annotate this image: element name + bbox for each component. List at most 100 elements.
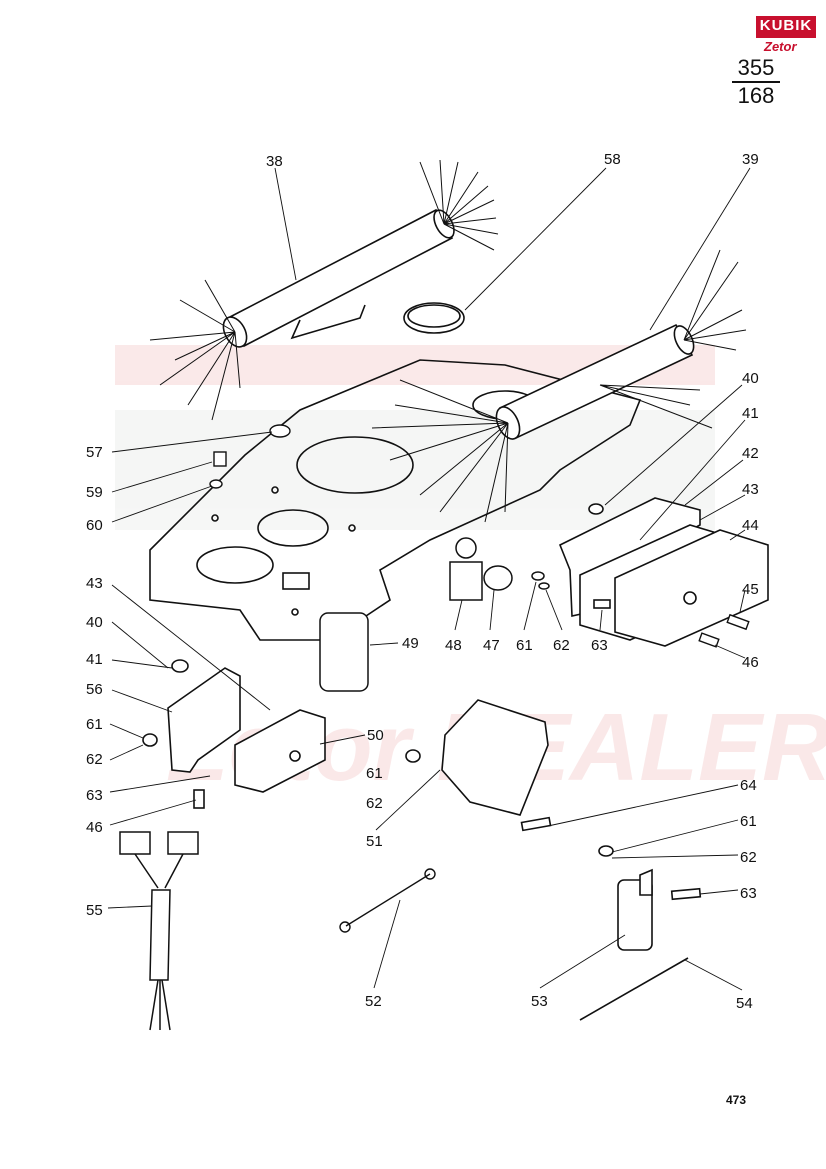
leader-63b <box>109 775 211 793</box>
fuse-46 <box>698 632 720 648</box>
washer-60 <box>209 479 223 489</box>
leader-53 <box>539 934 626 989</box>
leader-lines <box>107 167 751 991</box>
leader-58 <box>464 167 607 311</box>
fuse-45 <box>726 613 750 631</box>
cable-55-sheath <box>149 889 171 981</box>
leader-49 <box>369 642 399 646</box>
watermark-band-mid <box>115 410 715 530</box>
lead-54 <box>579 957 689 1021</box>
callout-54: 54 <box>736 995 753 1012</box>
nut-41-right <box>588 503 604 515</box>
plate-hole-1 <box>196 546 274 584</box>
callout-50: 50 <box>367 727 384 744</box>
cable-55 <box>119 831 199 1031</box>
screw-63-cap <box>670 887 702 901</box>
callout-63-right: 63 <box>740 885 757 902</box>
leader-40b <box>111 621 169 669</box>
callout-58: 58 <box>604 151 621 168</box>
strap-52-eye-2 <box>424 868 436 880</box>
callout-39: 39 <box>742 151 759 168</box>
relay-50-knob <box>289 750 301 762</box>
logo-red-banner: KUBIK <box>756 16 816 38</box>
leader-47 <box>489 589 495 631</box>
leader-44 <box>729 529 746 541</box>
callout-61-mid: 61 <box>366 765 383 782</box>
callout-44: 44 <box>742 517 759 534</box>
valve-48-top <box>455 537 477 559</box>
callout-labels: 38 58 39 40 41 42 43 44 45 46 57 59 60 4… <box>86 151 759 1012</box>
plate-small-hole-2 <box>271 486 279 494</box>
leader-43a <box>699 494 746 521</box>
leader-56 <box>111 689 173 713</box>
base-plate-outline <box>149 359 642 641</box>
nut-61-reg <box>405 749 421 763</box>
page-ref-bottom: 168 <box>737 83 775 108</box>
plate-hole-3 <box>296 436 414 494</box>
callout-49: 49 <box>402 635 419 652</box>
wire-fan-39-mid <box>599 384 713 429</box>
leader-63a <box>599 609 603 631</box>
screw-63-right <box>593 599 611 609</box>
callout-51: 51 <box>366 833 383 850</box>
callout-60: 60 <box>86 517 103 534</box>
nut-62-mid <box>538 582 550 590</box>
fuse-46-left <box>193 789 205 809</box>
callout-56: 56 <box>86 681 103 698</box>
leader-62b <box>109 744 144 761</box>
callout-42: 42 <box>742 445 759 462</box>
strap-52-body <box>345 873 431 927</box>
callout-45: 45 <box>742 581 759 598</box>
leader-42 <box>684 459 744 506</box>
callout-41-left: 41 <box>86 651 103 668</box>
leader-59 <box>111 461 213 493</box>
callout-63: 63 <box>591 637 608 654</box>
wire-fan-39-left <box>371 379 509 523</box>
callout-55: 55 <box>86 902 103 919</box>
leader-41a <box>639 419 746 541</box>
callout-57: 57 <box>86 444 103 461</box>
grommet-58 <box>403 302 465 334</box>
harness-38-branch <box>290 304 366 340</box>
plug-57 <box>269 424 291 438</box>
callout-62-right: 62 <box>740 849 757 866</box>
base-plate <box>149 359 642 641</box>
harness-wire-ends <box>149 159 747 523</box>
callout-63-left: 63 <box>86 787 103 804</box>
kubik-zetor-logo: KUBIK Zetor <box>756 16 816 62</box>
callout-62: 62 <box>553 637 570 654</box>
leader-64 <box>547 784 739 827</box>
capacitor-53 <box>579 845 702 1021</box>
callout-41: 41 <box>742 405 759 422</box>
leader-43b <box>111 584 271 711</box>
leader-41b <box>111 659 173 669</box>
callout-43: 43 <box>742 481 759 498</box>
leader-61a <box>523 581 537 631</box>
callout-61-right: 61 <box>740 813 757 830</box>
callout-64: 64 <box>740 777 757 794</box>
leader-62a <box>545 589 563 631</box>
plate-small-hole-3 <box>348 524 356 532</box>
callout-46-left: 46 <box>86 819 103 836</box>
page-number: 473 <box>726 1093 747 1107</box>
coil-49 <box>319 612 369 692</box>
leader-50 <box>319 734 366 745</box>
callout-46: 46 <box>742 654 759 671</box>
wire-fan-39-right <box>683 249 747 351</box>
callout-59: 59 <box>86 484 103 501</box>
plate-small-hole-4 <box>291 608 299 616</box>
nut-41-left <box>171 659 189 673</box>
leader-38 <box>274 167 297 281</box>
relay-50-body <box>234 709 326 793</box>
strap-52-eye-1 <box>339 921 351 933</box>
ring-47 <box>483 565 513 591</box>
leader-51 <box>375 769 441 831</box>
page-reference: 355 168 <box>726 56 786 108</box>
leader-46a <box>714 644 746 659</box>
connector-55a <box>119 831 151 855</box>
callout-62-mid: 62 <box>366 795 383 812</box>
capacitor-53-tab <box>639 868 653 896</box>
connector-55b <box>167 831 199 855</box>
capacitor-53-body <box>617 879 653 951</box>
